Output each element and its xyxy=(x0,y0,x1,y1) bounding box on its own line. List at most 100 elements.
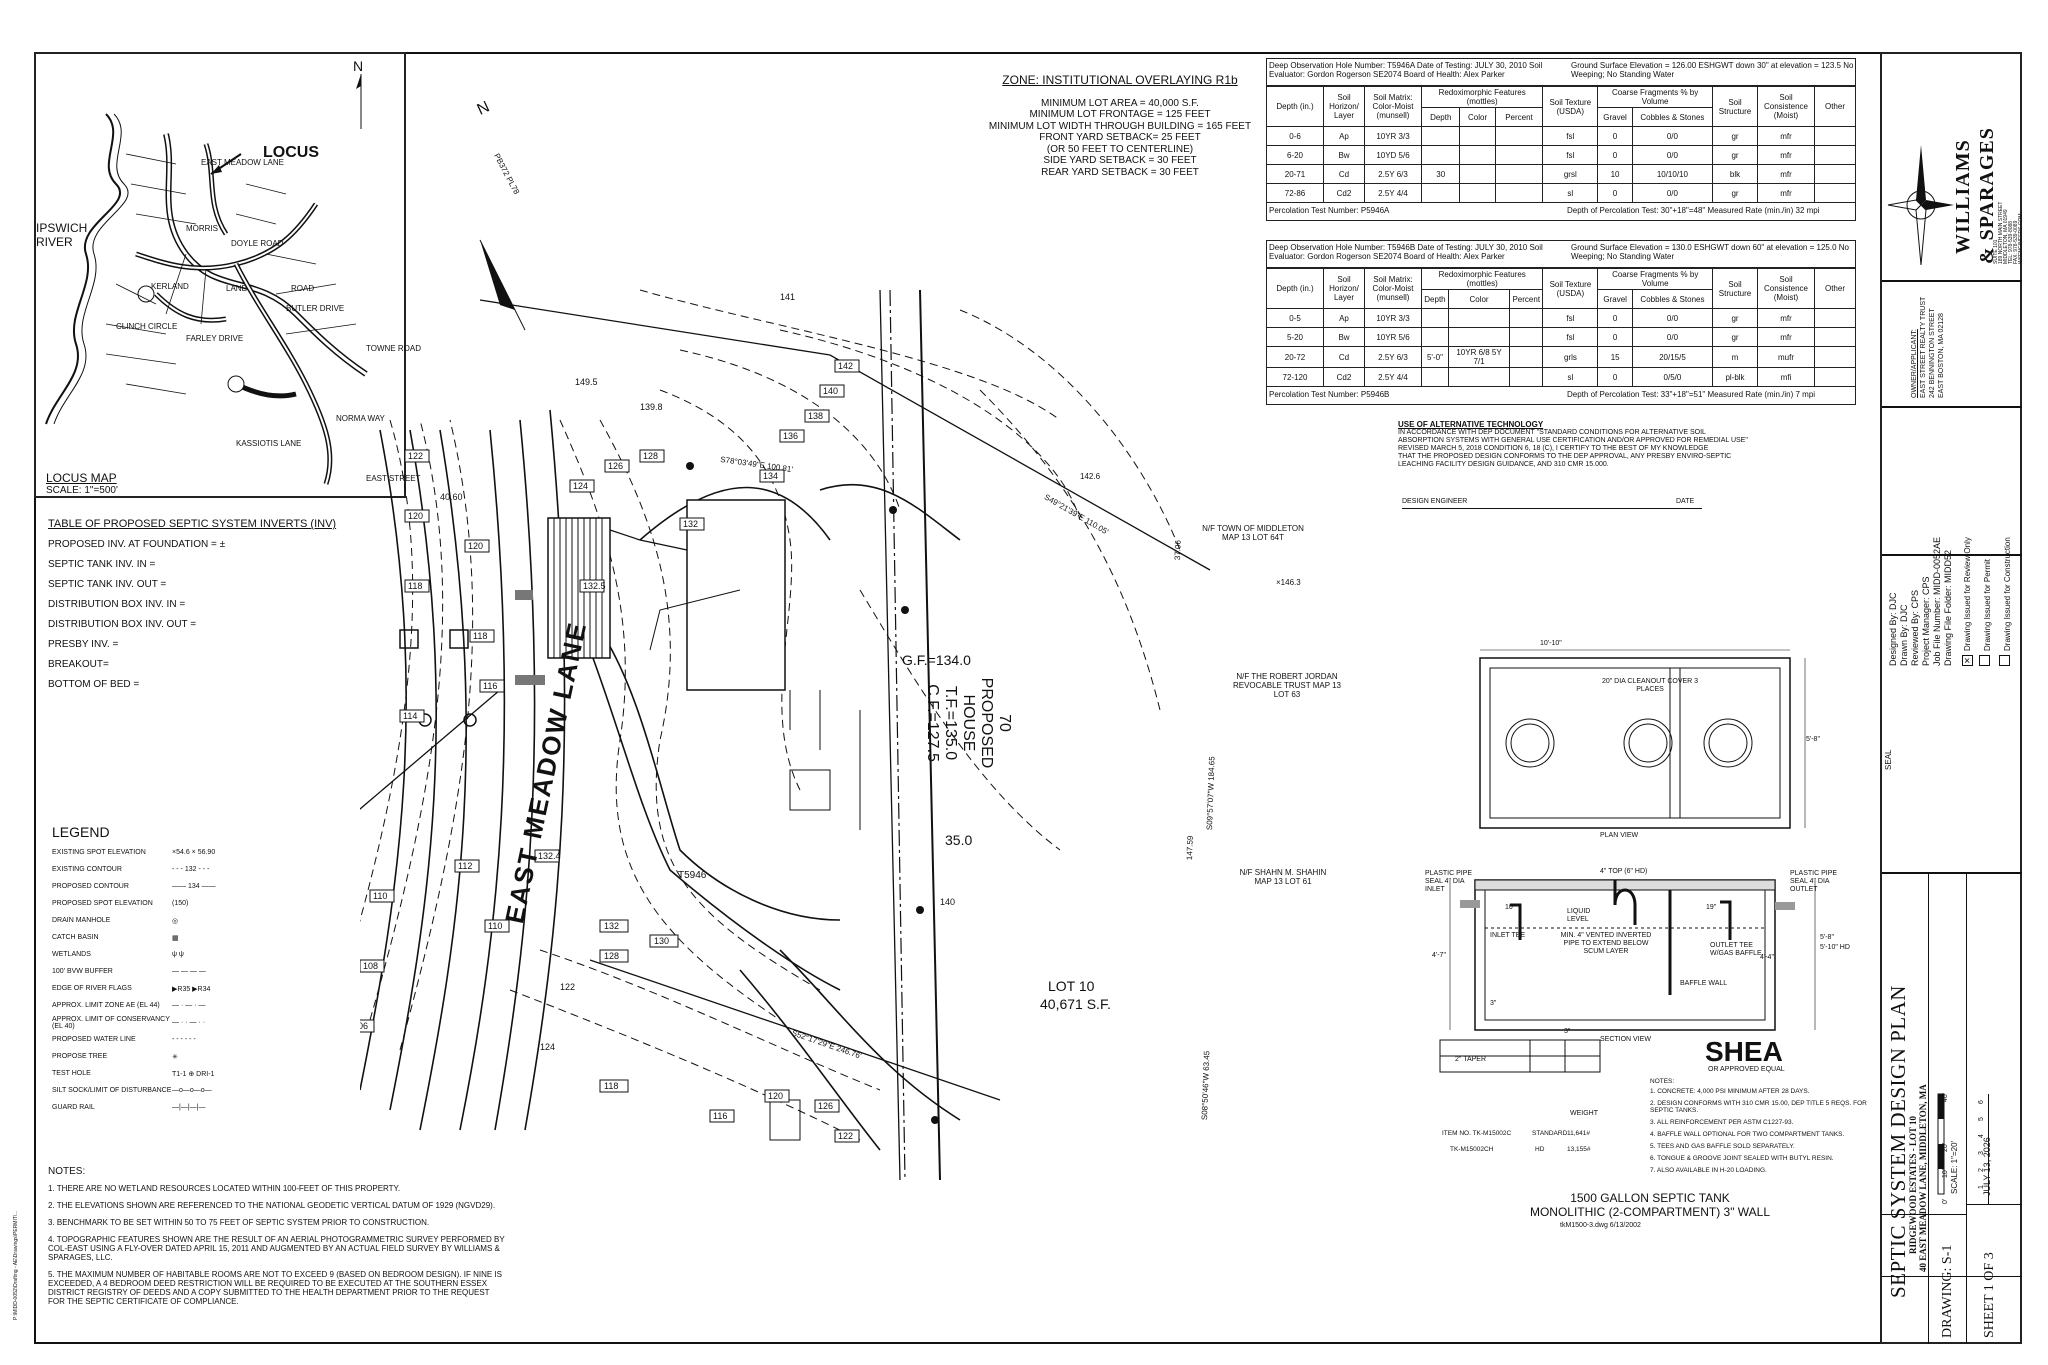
owner-line: OWNER/APPLICANT: xyxy=(1911,329,1918,398)
issue-status: ✕ Drawing Issued for Review Only Drawing … xyxy=(1958,537,2018,666)
soil-cell: fsl xyxy=(1542,126,1599,146)
col-sub: Cobbles & Stones xyxy=(1631,289,1714,309)
soil-cell xyxy=(1494,126,1544,146)
issue-label: Drawing Issued for Review Only xyxy=(1963,537,1972,651)
soil-cell: 0/0 xyxy=(1631,308,1714,328)
soil-cell xyxy=(1421,327,1449,347)
design-credits: Designed By: DJC Drawn By: DJC Reviewed … xyxy=(1888,537,1954,666)
road-label: LANE xyxy=(226,284,247,293)
soil-cell: 20-71 xyxy=(1266,164,1324,184)
svg-text:128: 128 xyxy=(643,451,658,461)
note-item: 2. THE ELEVATIONS SHOWN ARE REFERENCED T… xyxy=(48,1200,496,1210)
soil-cell xyxy=(1814,327,1856,347)
project-manager: Project Manager: CPS xyxy=(1921,576,1931,666)
soil-cell xyxy=(1459,183,1496,203)
legend-symbol: ▦ xyxy=(172,934,179,942)
alternative-technology: USE OF ALTERNATIVE TECHNOLOGY IN ACCORDA… xyxy=(1398,420,1818,469)
issue-permit[interactable]: Drawing Issued for Permit xyxy=(1978,537,1998,666)
soil-cell: fsl xyxy=(1542,308,1599,328)
soil-cell xyxy=(1814,164,1856,184)
legend-label: DRAIN MANHOLE xyxy=(52,917,111,925)
checkbox-icon[interactable] xyxy=(1999,655,2010,666)
scale-tick: 20' xyxy=(1942,1142,1949,1152)
svg-text:126: 126 xyxy=(818,1101,833,1111)
soil-cell: 72-120 xyxy=(1266,367,1324,387)
alt-line: LEACHING FACILITY DESIGN GUIDANCE, AND 3… xyxy=(1398,461,1609,469)
soil-cell xyxy=(1421,308,1449,328)
soil-cell: mfr xyxy=(1757,183,1815,203)
tank-width: 10'-10" xyxy=(1540,640,1562,647)
house-number: 70 xyxy=(996,714,1013,732)
note-item: 3. BENCHMARK TO BE SET WITHIN 50 TO 75 F… xyxy=(48,1217,430,1227)
locus-scale: SCALE: 1"=500' xyxy=(46,485,118,496)
soil-cell: 2.5Y 4/4 xyxy=(1364,183,1422,203)
svg-text:120: 120 xyxy=(468,541,483,551)
checkbox-checked-icon[interactable]: ✕ xyxy=(1962,655,1973,666)
soil-cell: 0 xyxy=(1597,126,1633,146)
legend-symbol: ▶R35 ▶R34 xyxy=(172,985,211,993)
soil-cell: 72-86 xyxy=(1266,183,1324,203)
scale-label: SCALE: 1"=20' xyxy=(1950,1140,1959,1194)
legend-symbol: - - - 132 - - - xyxy=(172,866,210,874)
legend-symbol: ψ ψ xyxy=(172,951,184,959)
legend-item: SILT SOCK/LIMIT OF DISTURBANCE—o—o—o— xyxy=(52,1082,272,1099)
weight-item: ITEM NO. TK-M15002C xyxy=(1442,1130,1512,1137)
tank-notes-title: NOTES: xyxy=(1650,1078,1675,1085)
col-header: Depth (in.) xyxy=(1266,268,1324,309)
proposed-house xyxy=(686,499,786,691)
scale-tick: 40' xyxy=(1942,1092,1949,1102)
soil-cell: mfr xyxy=(1757,327,1815,347)
spot-elevation: ×146.3 xyxy=(1276,578,1301,587)
firm-name: WILLIAMS xyxy=(1952,139,1974,254)
soil-cell xyxy=(1459,126,1496,146)
file-folder: Drawing File Folder: MIDD52 xyxy=(1943,549,1953,666)
road-label: KASSIOTIS LANE xyxy=(236,439,302,448)
soil-cell: 0-5 xyxy=(1266,308,1324,328)
svg-text:120: 120 xyxy=(768,1091,783,1101)
reviewed-by: Reviewed By: CPS xyxy=(1910,589,1920,666)
zone-line: SIDE YARD SETBACK = 30 FEET xyxy=(1043,155,1197,167)
rev-num: 2 xyxy=(1978,1168,1985,1172)
legend-title: LEGEND xyxy=(52,824,110,840)
issue-review[interactable]: ✕ Drawing Issued for Review Only xyxy=(1958,537,1978,666)
issue-construction[interactable]: Drawing Issued for Construction xyxy=(1998,537,2018,666)
svg-text:138: 138 xyxy=(808,411,823,421)
soil-log-table: Depth (in.) Soil Horizon/ Layer Soil Mat… xyxy=(1266,268,1856,387)
garage-floor: G.F.=134.0 xyxy=(902,652,971,668)
lot-area: 40,671 S.F. xyxy=(1040,996,1111,1012)
tank-note: 5. TEES AND GAS BAFFLE SOLD SEPARATELY. xyxy=(1650,1143,1795,1151)
checkbox-icon[interactable] xyxy=(1979,655,1990,666)
soil-cell: mfi xyxy=(1757,367,1815,387)
legend-label: EXISTING CONTOUR xyxy=(52,866,122,874)
soil-cell: gr xyxy=(1712,126,1758,146)
legend-item: EDGE OF RIVER FLAGS▶R35 ▶R34 xyxy=(52,980,272,997)
col-header: Soil Horizon/ Layer xyxy=(1323,86,1365,127)
soil-cell: 2.5Y 6/3 xyxy=(1364,164,1422,184)
invert-row: PROPOSED INV. AT FOUNDATION = ± xyxy=(48,538,226,550)
soil-cell: 10YR 3/3 xyxy=(1364,308,1422,328)
tank-notes: NOTES: 1. CONCRETE: 4,000 PSI MINIMUM AF… xyxy=(1650,1078,1870,1174)
contour-labels: 122 120 118 114 110 108 106 120 118 116 … xyxy=(360,292,955,1143)
proposed-contours xyxy=(360,409,961,1151)
designed-by: Designed By: DJC xyxy=(1888,592,1898,666)
legend-label: PROPOSED WATER LINE xyxy=(52,1036,136,1044)
alt-line: THAT THE PROPOSED DESIGN CONFORMS TO THE… xyxy=(1398,453,1732,461)
legend-label: APPROX. LIMIT ZONE AE (EL 44) xyxy=(52,1002,160,1010)
tank-note: 3. ALL REINFORCEMENT PER ASTM C1227-93. xyxy=(1650,1119,1794,1127)
col-header: Depth (in.) xyxy=(1266,86,1324,127)
tank-height: 5'-8" xyxy=(1806,736,1820,743)
legend-label: APPROX. LIMIT OF CONSERVANCY (EL 40) xyxy=(52,1015,170,1030)
svg-text:132.5: 132.5 xyxy=(583,581,606,591)
legend-label: 100' BVW BUFFER xyxy=(52,968,113,976)
cleanout-note: 20" DIA CLEANOUT COVER 3 PLACES xyxy=(1601,678,1699,694)
title-block: WILLIAMS & SPARAGES SUITE 101 189 NORTH … xyxy=(1880,52,2024,1344)
firm-address-line: WSENGINEERS.COM xyxy=(2018,213,2024,264)
svg-text:132: 132 xyxy=(683,519,698,529)
soil-cell xyxy=(1509,308,1544,328)
house-dimension: 35.0 xyxy=(945,832,973,848)
rev-num: 6 xyxy=(1978,1100,1985,1104)
legend-item: GUARD RAIL—|—|—|— xyxy=(52,1099,272,1116)
signature-line xyxy=(1402,508,1702,509)
